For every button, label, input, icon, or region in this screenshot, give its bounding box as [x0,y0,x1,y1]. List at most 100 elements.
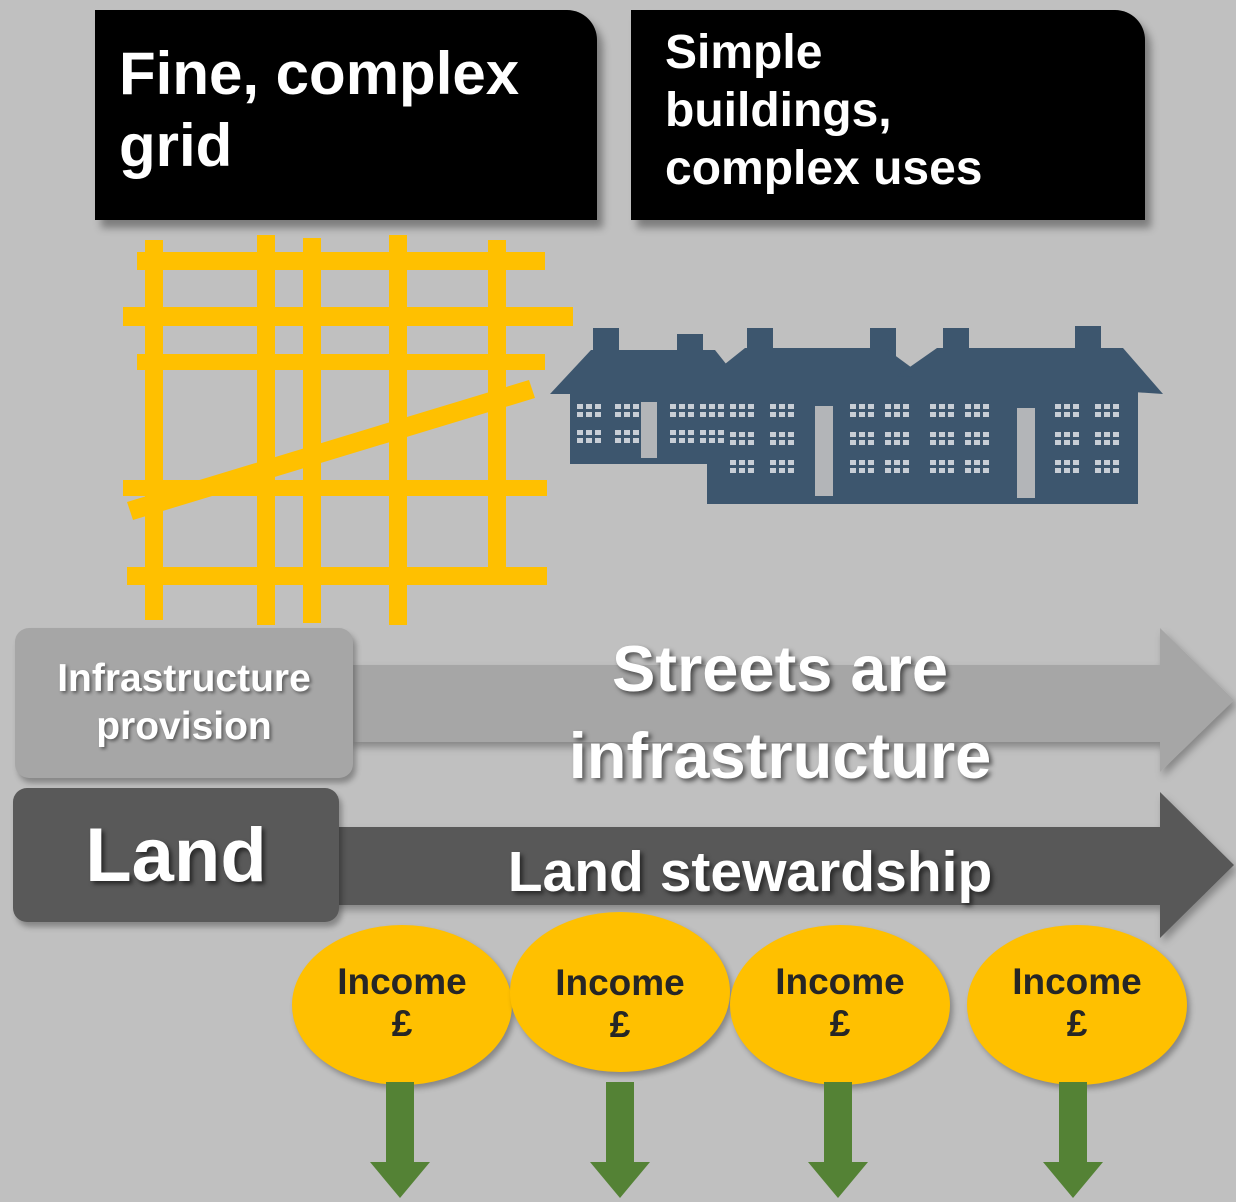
building-window-pane [748,432,754,437]
building-window-pane [859,412,865,417]
infrastructure-label-line-2: provision [96,705,272,748]
building-window-pane [718,438,724,443]
building-window-pane [730,404,736,409]
down-arrow-icon [370,1082,430,1198]
building-window-pane [748,440,754,445]
building-window-pane [624,412,630,417]
building-window-pane [577,430,583,435]
building-window-pane [633,438,639,443]
building-window-pane [586,438,592,443]
building-window-pane [788,468,794,473]
building-window-pane [939,412,945,417]
terraced-buildings-icon [550,326,1163,504]
buildings-title-panel: Simple buildings, complex uses [631,10,1145,220]
building-window-pane [894,412,900,417]
building-window-pane [965,404,971,409]
building-window-pane [939,440,945,445]
income-label: Income [337,961,467,1002]
building-window-pane [983,460,989,465]
down-arrow-icon [590,1082,650,1198]
building-window-pane [748,468,754,473]
building-window-pane [930,432,936,437]
building-window-pane [688,438,694,443]
building-window-pane [939,468,945,473]
building-window-pane [779,404,785,409]
building-window-pane [1055,460,1061,465]
building-window-pane [770,432,776,437]
building-window-pane [1104,412,1110,417]
grid-title-line-1: Fine, complex [119,40,520,107]
building-window-pane [1104,440,1110,445]
building-window-pane [1064,432,1070,437]
building-window-pane [859,432,865,437]
income-ellipse: Income £ [510,912,730,1072]
building-window-pane [974,468,980,473]
building-window-pane [850,404,856,409]
building-window-pane [718,412,724,417]
building-window-pane [894,432,900,437]
building-window-pane [577,412,583,417]
building-window-pane [688,430,694,435]
building-window-pane [679,438,685,443]
building-window-pane [974,404,980,409]
building-window-pane [1095,432,1101,437]
building-window-pane [1055,440,1061,445]
building-window-pane [974,412,980,417]
building-window-pane [868,412,874,417]
building-window-pane [1113,460,1119,465]
building-window-pane [1113,432,1119,437]
building-window-pane [1073,432,1079,437]
building-window-pane [730,468,736,473]
building-window-pane [894,440,900,445]
building-window-pane [709,430,715,435]
buildings-title-line-2: buildings, [665,84,892,137]
building-window-pane [586,404,592,409]
building-window-pane [595,438,601,443]
income-label: Income [555,962,685,1003]
building-window-pane [770,440,776,445]
building-window-pane [700,430,706,435]
building-window-pane [615,412,621,417]
building-window-pane [1055,404,1061,409]
building-window-pane [615,404,621,409]
building-window-pane [670,430,676,435]
building-window-pane [739,412,745,417]
building-window-pane [948,432,954,437]
building-window-pane [633,430,639,435]
building-window-pane [894,404,900,409]
building-window-pane [779,468,785,473]
building-window-pane [868,440,874,445]
building-window-pane [770,468,776,473]
building-window-pane [1064,404,1070,409]
building-window-pane [868,404,874,409]
building-window-pane [983,468,989,473]
building-window-pane [974,440,980,445]
building-window-pane [885,460,891,465]
building-window-pane [700,438,706,443]
buildings-title-line-3: complex uses [665,142,983,195]
income-label: Income [775,961,905,1002]
land-box: Land [13,788,339,922]
building-window-pane [1055,412,1061,417]
building-window-pane [718,404,724,409]
building-window-pane [983,432,989,437]
building-window-pane [948,440,954,445]
building-window-pane [679,404,685,409]
income-ellipse: Income £ [730,925,950,1085]
building-window-pane [1064,440,1070,445]
building-window-pane [1113,404,1119,409]
building-window-pane [930,440,936,445]
building-window-pane [1095,440,1101,445]
income-currency: £ [829,1003,851,1044]
building-window-pane [779,412,785,417]
infrastructure-provision-box: Infrastructure provision [15,628,353,778]
building-window-pane [974,432,980,437]
down-arrow-icon [808,1082,868,1198]
building-window-pane [930,404,936,409]
building-window-pane [1104,460,1110,465]
building-window-pane [633,404,639,409]
building-window-pane [788,412,794,417]
building-window-pane [679,412,685,417]
building-window-pane [730,412,736,417]
building-window-pane [1104,432,1110,437]
